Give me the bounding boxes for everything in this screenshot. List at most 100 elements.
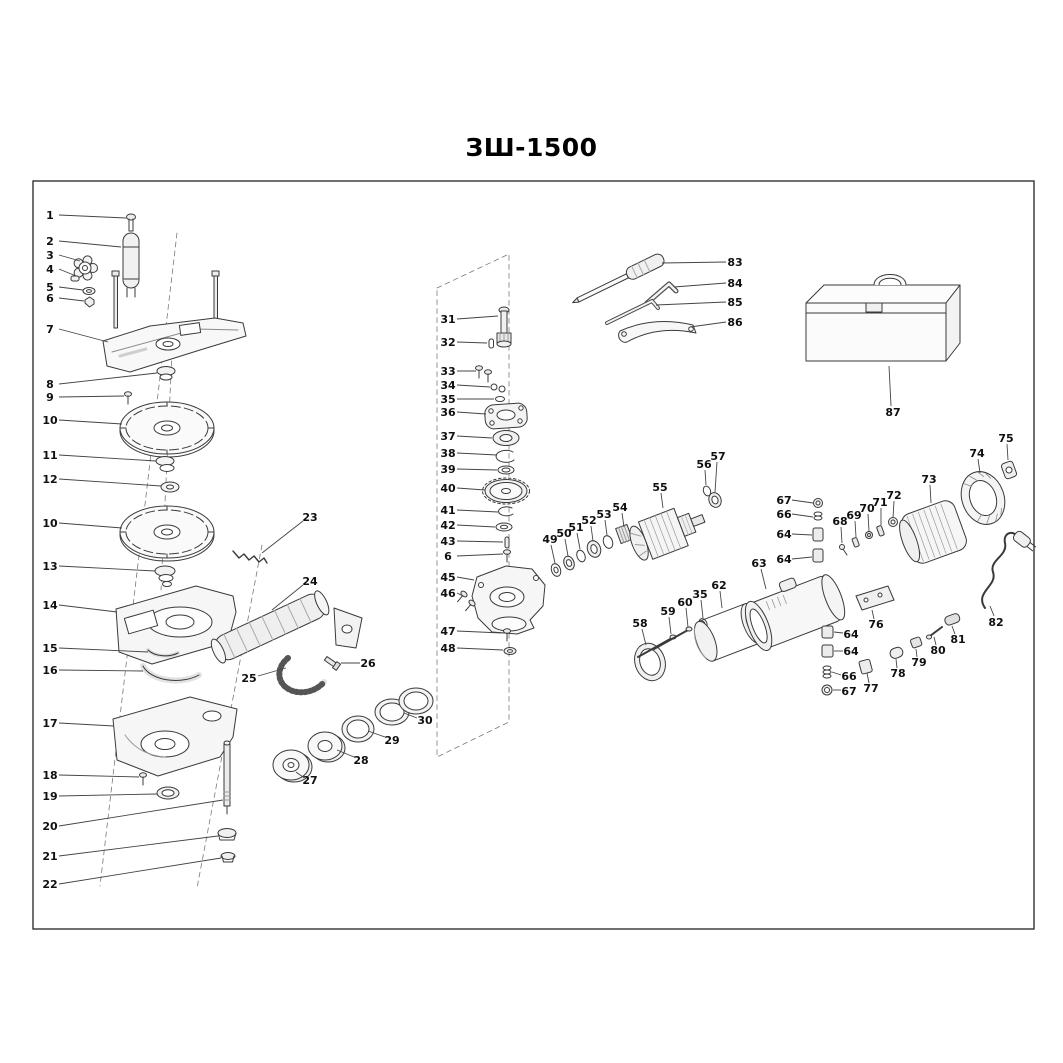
part-number-84: 84 xyxy=(727,277,743,290)
leader-line-4 xyxy=(58,268,77,277)
part-number-80: 80 xyxy=(930,644,946,657)
part-number-43: 43 xyxy=(440,535,455,548)
part-number-8: 8 xyxy=(46,378,54,391)
leader-line-31 xyxy=(456,315,499,320)
part-number-73: 73 xyxy=(921,473,936,486)
part-number-46: 46 xyxy=(440,587,456,600)
leader-line-14 xyxy=(58,604,118,613)
part-number-7: 7 xyxy=(46,323,54,336)
leader-line-87 xyxy=(888,365,892,407)
leader-line-69 xyxy=(854,520,857,538)
part-number-79: 79 xyxy=(911,656,926,669)
part-number-49: 49 xyxy=(542,533,557,546)
leader-line-55 xyxy=(660,492,664,509)
leader-line-64 xyxy=(791,533,813,536)
part-number-11: 11 xyxy=(42,449,57,462)
part-number-59: 59 xyxy=(660,605,675,618)
part-number-15: 15 xyxy=(42,642,57,655)
leader-line-63 xyxy=(760,568,767,590)
part-number-31: 31 xyxy=(440,313,455,326)
part-number-34: 34 xyxy=(440,379,456,392)
leader-line-12 xyxy=(58,478,162,487)
leader-line-32 xyxy=(456,341,488,344)
leader-line-17 xyxy=(58,722,115,727)
leader-line-77 xyxy=(866,672,870,684)
part-number-58: 58 xyxy=(632,617,647,630)
leader-line-25 xyxy=(257,667,287,677)
part-number-87: 87 xyxy=(885,406,900,419)
part-number-51: 51 xyxy=(568,521,583,534)
part-number-41: 41 xyxy=(440,504,455,517)
part-number-10: 10 xyxy=(42,414,58,427)
small-screw-26 xyxy=(323,656,342,671)
guard-and-blade-assembly xyxy=(70,213,247,863)
leader-line-11 xyxy=(58,454,157,462)
leader-line-49 xyxy=(550,544,556,564)
leader-line-46 xyxy=(456,592,464,597)
part-number-77: 77 xyxy=(863,682,878,695)
part-number-6: 6 xyxy=(46,292,54,305)
leader-line-6 xyxy=(456,553,504,557)
part-number-1: 1 xyxy=(46,209,54,222)
part-number-66: 66 xyxy=(776,508,792,521)
leader-line-40 xyxy=(456,487,486,491)
leader-line-82 xyxy=(989,605,995,617)
leader-line-21 xyxy=(58,835,219,857)
leader-line-51 xyxy=(576,532,581,550)
part-number-2: 2 xyxy=(46,235,54,248)
part-number-3: 3 xyxy=(46,249,54,262)
part-number-64: 64 xyxy=(843,628,859,641)
part-number-16: 16 xyxy=(42,664,58,677)
part-number-25: 25 xyxy=(241,672,256,685)
part-number-69: 69 xyxy=(846,509,861,522)
leader-line-30 xyxy=(403,712,418,719)
leader-line-76 xyxy=(871,609,875,620)
leader-line-42 xyxy=(456,524,496,528)
leader-line-16 xyxy=(58,669,144,672)
leader-line-45 xyxy=(456,576,475,581)
part-number-23: 23 xyxy=(302,511,317,524)
part-number-12: 12 xyxy=(42,473,57,486)
leader-line-7 xyxy=(58,328,109,343)
leader-line-79 xyxy=(915,648,918,658)
leader-line-27 xyxy=(295,771,304,778)
leader-line-74 xyxy=(977,458,981,474)
part-number-28: 28 xyxy=(353,754,368,767)
part-number-36: 36 xyxy=(440,406,456,419)
part-number-4: 4 xyxy=(46,263,54,276)
part-number-68: 68 xyxy=(832,515,847,528)
part-number-39: 39 xyxy=(440,463,455,476)
part-number-38: 38 xyxy=(440,447,455,460)
leader-line-58 xyxy=(641,628,647,646)
rollers-and-rings xyxy=(272,687,434,783)
leader-line-53 xyxy=(604,519,608,536)
leader-line-13 xyxy=(58,565,156,572)
leader-line-62 xyxy=(719,590,723,609)
leader-line-80 xyxy=(933,636,937,646)
leader-line-75 xyxy=(1006,443,1009,461)
part-number-52: 52 xyxy=(581,514,596,527)
part-number-22: 22 xyxy=(42,878,57,891)
leader-line-78 xyxy=(895,658,898,669)
part-number-10: 10 xyxy=(42,517,58,530)
part-number-71: 71 xyxy=(872,496,887,509)
part-number-55: 55 xyxy=(652,481,667,494)
part-number-67: 67 xyxy=(776,494,791,507)
part-number-45: 45 xyxy=(440,571,455,584)
included-tools xyxy=(572,253,697,343)
spring-part xyxy=(232,550,268,564)
part-number-83: 83 xyxy=(727,256,742,269)
part-number-74: 74 xyxy=(969,447,985,460)
leader-line-36 xyxy=(456,411,487,415)
leader-line-6 xyxy=(58,297,85,302)
spindle-gear-assembly xyxy=(454,306,546,655)
leader-line-52 xyxy=(590,525,594,542)
leader-line-2 xyxy=(58,240,122,248)
leader-line-8 xyxy=(58,372,158,385)
part-number-56: 56 xyxy=(696,458,712,471)
leader-line-38 xyxy=(456,452,498,456)
part-number-21: 21 xyxy=(42,850,57,863)
leader-line-59 xyxy=(668,616,672,635)
roller-cylinder xyxy=(210,590,363,664)
